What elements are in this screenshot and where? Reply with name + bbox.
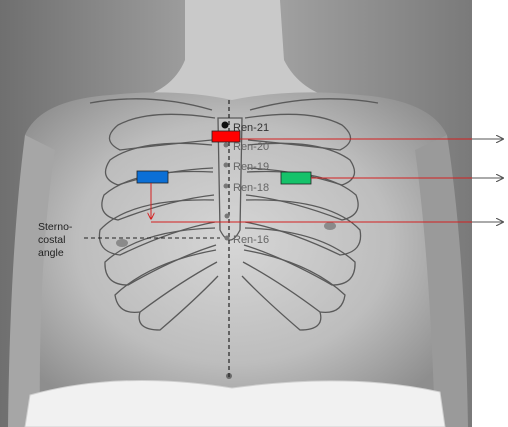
left-nipple	[116, 239, 128, 247]
ren-19-label: Ren-19	[233, 161, 269, 173]
sternocostal-label-line3: angle	[38, 247, 64, 259]
green-marker	[281, 172, 311, 184]
ren-20-dot	[224, 143, 229, 148]
right-nipple	[324, 222, 336, 230]
blue-marker	[137, 171, 168, 183]
sternocostal-label-line2: costal	[38, 234, 65, 246]
right-margin	[472, 0, 508, 427]
ren-16-dot	[225, 236, 230, 241]
ren-16-label: Ren-16	[233, 234, 269, 246]
ren-19-dot	[224, 163, 229, 168]
ren-18-dot	[224, 184, 229, 189]
ren-21-dot	[222, 122, 229, 129]
ren-17-dot	[225, 214, 230, 219]
red-marker	[212, 131, 240, 142]
ren-20-label: Ren-20	[233, 141, 269, 153]
sternocostal-label-line1: Sterno-	[38, 221, 73, 233]
cloth	[25, 380, 445, 427]
ren-18-label: Ren-18	[233, 182, 269, 194]
